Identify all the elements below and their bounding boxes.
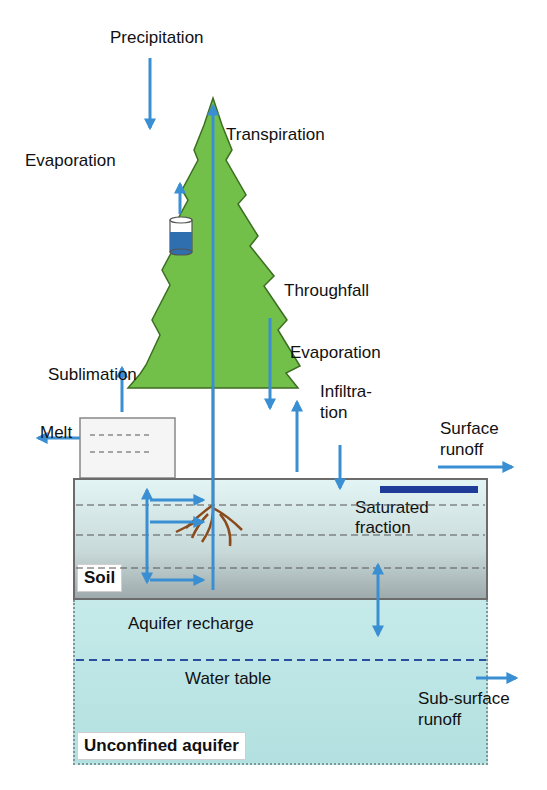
snow-layer: [90, 435, 150, 436]
tree-root: [176, 522, 196, 532]
trunk-roots: [176, 386, 242, 546]
gauge-base: [170, 249, 192, 255]
flux-arrow: [269, 318, 272, 408]
flux-arrow: [438, 466, 512, 469]
flux-arrow: [146, 490, 149, 582]
process-label: Precipitation: [110, 27, 204, 48]
edge-label: Aquifer recharge: [128, 613, 254, 634]
saturated-bar: [380, 486, 478, 493]
process-label: Throughfall: [284, 280, 369, 301]
flux-arrow: [150, 499, 203, 502]
tree-root: [192, 514, 208, 538]
flux-arrow: [149, 58, 152, 128]
layer-name: Unconfined aquifer: [77, 732, 246, 760]
recharge-arrow: [377, 565, 380, 635]
gauge-cup: [170, 220, 192, 252]
tree-root: [213, 508, 242, 530]
flux-arrow: [296, 402, 299, 472]
gauge-rim: [170, 217, 192, 223]
flux-arrow: [212, 106, 215, 590]
tree-root: [220, 514, 230, 546]
process-label: Transpiration: [226, 124, 325, 145]
process-label: Evaporation: [290, 342, 381, 363]
zone-label: Saturated fraction: [355, 498, 455, 538]
soil-dashes: [76, 505, 485, 568]
flux-arrow: [339, 445, 342, 488]
process-label: Infiltra- tion: [320, 381, 392, 423]
tree-root: [186, 505, 213, 528]
soil-layer-line: [76, 534, 485, 535]
snow-block: [80, 418, 175, 478]
soil-layer: Soil Saturated fraction: [73, 478, 488, 600]
soil-layer-line: [76, 567, 485, 568]
process-label: Evaporation: [25, 150, 116, 171]
process-label: Water table: [185, 668, 271, 689]
rain-gauge: [170, 217, 192, 255]
snowpack: [80, 418, 175, 478]
snow-layer: [90, 452, 150, 453]
flux-arrow: [150, 579, 203, 582]
layer-name: Soil: [77, 564, 122, 592]
process-label: Surface runoff: [440, 418, 512, 460]
flux-arrow: [476, 677, 516, 680]
process-label: Sub-surface runoff: [418, 688, 518, 730]
soil-layer-line: [76, 504, 485, 505]
flux-arrow: [150, 521, 203, 524]
water-table-line: [76, 659, 486, 661]
tree-trunk: [212, 386, 215, 512]
flux-arrow: [179, 184, 182, 214]
process-label: Melt: [40, 422, 72, 443]
gauge-water: [170, 232, 192, 252]
tree-root: [202, 512, 213, 542]
process-label: Sublimation: [48, 364, 137, 385]
